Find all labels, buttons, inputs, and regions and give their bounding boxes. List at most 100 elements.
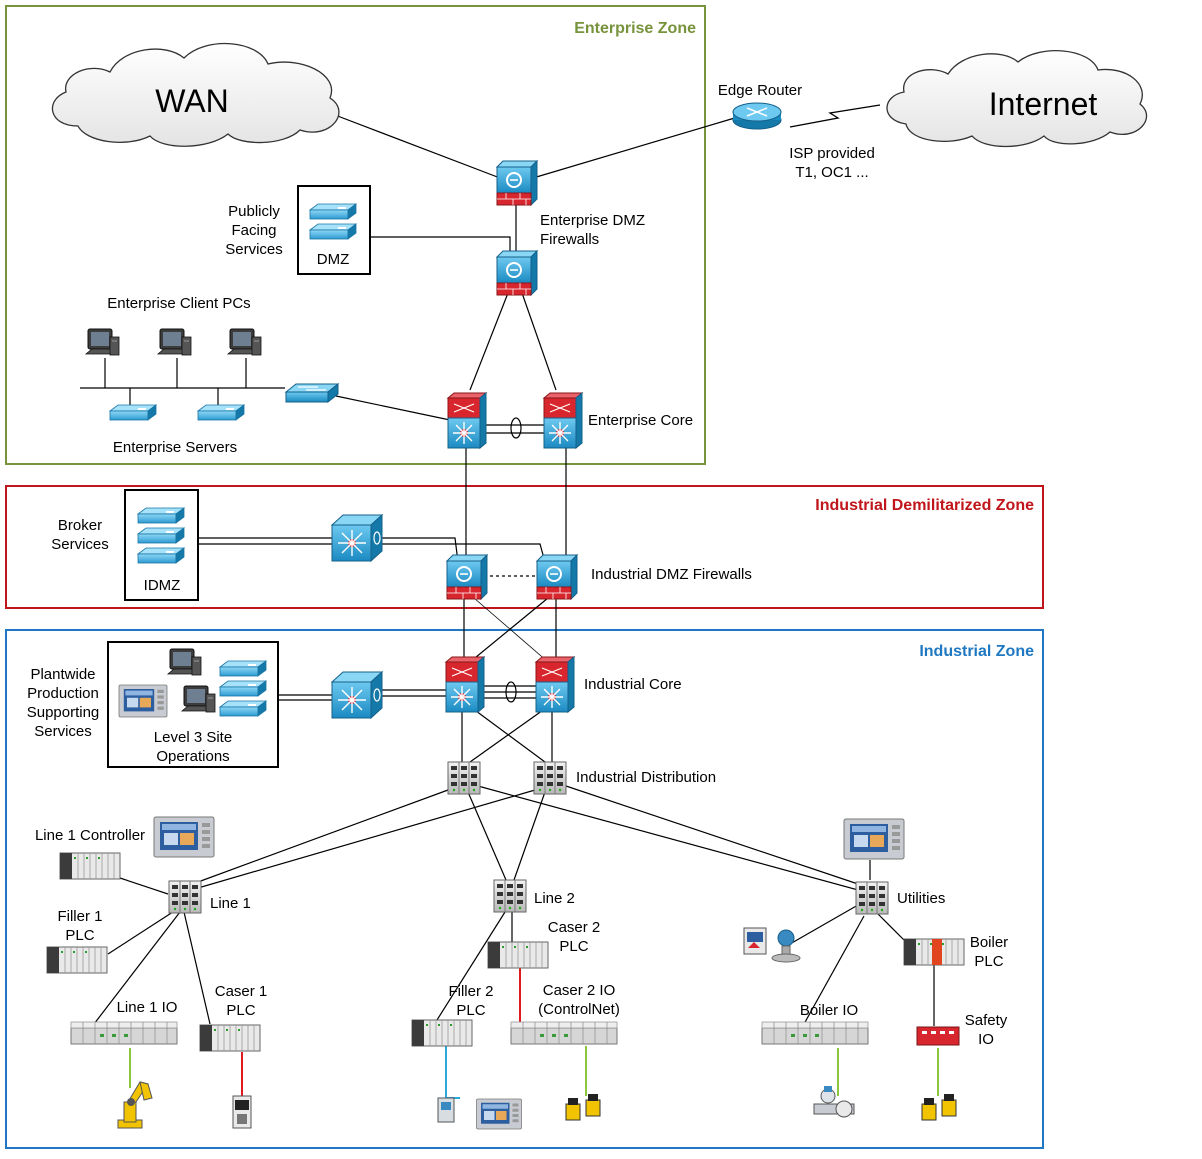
serial-link-lightning bbox=[789, 104, 881, 128]
etherchannel-marker-enterprise bbox=[510, 417, 522, 439]
boiler-plc-label-line1: Boiler bbox=[970, 934, 1008, 951]
plantwide-label-line3: Supporting bbox=[27, 704, 100, 721]
line1-io-icon bbox=[70, 1021, 178, 1045]
safety-io-label-line2: IO bbox=[978, 1031, 994, 1048]
dmz-server-bottom-icon bbox=[309, 223, 357, 240]
client-pc-2-icon bbox=[157, 328, 192, 356]
caser1-label-line1: Caser 1 bbox=[215, 983, 268, 1000]
filler2-label-line1: Filler 2 bbox=[448, 983, 493, 1000]
publicly-facing-label-line2: Facing bbox=[231, 222, 276, 239]
link-core-b-dist-a bbox=[469, 707, 547, 763]
wan-label: WAN bbox=[155, 83, 228, 119]
caser1-label-line2: PLC bbox=[226, 1002, 255, 1019]
safety-io-icon bbox=[916, 1026, 960, 1046]
fieldbus-links bbox=[129, 968, 939, 1099]
filler1-label-line1: Filler 1 bbox=[57, 908, 102, 925]
idmz-zone-title: Industrial Demilitarized Zone bbox=[815, 497, 1034, 514]
industrial-l3-switch-icon bbox=[331, 671, 383, 719]
line1-switch-icon bbox=[168, 880, 202, 914]
link-line1-caser1 bbox=[183, 911, 211, 1025]
filler2-label-line2: PLC bbox=[456, 1002, 485, 1019]
link-wan-firewall bbox=[334, 114, 501, 179]
boiler-plc-label-line2: PLC bbox=[974, 953, 1003, 970]
isp-label-line1: ISP provided bbox=[789, 145, 875, 162]
safety-io-label-line1: Safety bbox=[965, 1012, 1008, 1029]
line1-io-label: Line 1 IO bbox=[117, 999, 178, 1016]
level3-label-line1: Level 3 Site bbox=[154, 729, 232, 746]
broker-services-label-line2: Services bbox=[51, 536, 109, 553]
link-line2-filler2 bbox=[436, 911, 506, 1021]
link-firewall-core-b bbox=[521, 292, 557, 391]
utilities-safety-scanner-icon bbox=[921, 1093, 957, 1121]
network-links bbox=[80, 114, 935, 1026]
filler2-hmi-icon bbox=[476, 1098, 522, 1130]
industrial-distribution-a-icon bbox=[447, 761, 481, 795]
line1-controller-hmi-icon bbox=[153, 816, 215, 858]
link-utilities-boiler-io bbox=[803, 915, 865, 1025]
enterprise-server-1-icon bbox=[109, 404, 157, 421]
transmitter-icon bbox=[743, 927, 801, 963]
robot-arm-icon bbox=[117, 1081, 153, 1129]
enterprise-core-a-icon bbox=[447, 392, 487, 449]
link-dist-a-utilities bbox=[477, 785, 859, 891]
line2-switch-icon bbox=[493, 879, 527, 913]
link-utilities-boiler-plc bbox=[877, 913, 907, 943]
industrial-distribution-label: Industrial Distribution bbox=[576, 769, 716, 786]
link-access-switch-core bbox=[335, 395, 451, 421]
idmz-server-2-icon bbox=[137, 527, 185, 544]
flowmeter-icon bbox=[813, 1086, 855, 1118]
client-pc-1-icon bbox=[85, 328, 120, 356]
line1-controller-plc-icon bbox=[59, 852, 121, 880]
line2-label: Line 2 bbox=[534, 890, 575, 907]
enterprise-dmz-firewalls-label-line1: Enterprise DMZ bbox=[540, 212, 645, 229]
enterprise-core-label: Enterprise Core bbox=[588, 412, 693, 429]
enterprise-clients-label: Enterprise Client PCs bbox=[107, 295, 250, 312]
idmz-zone bbox=[5, 485, 1044, 609]
caser2-io-label-line1: Caser 2 IO bbox=[543, 982, 616, 999]
line1-controller-label: Line 1 Controller bbox=[35, 827, 145, 844]
level3-hmi-icon bbox=[118, 684, 168, 718]
idmz-l3-switch-icon bbox=[331, 514, 383, 562]
link-edge-router-firewall bbox=[532, 116, 739, 179]
publicly-facing-label-line3: Services bbox=[225, 241, 283, 258]
link-dmz-firewall bbox=[370, 236, 511, 255]
utilities-hmi-icon bbox=[843, 818, 905, 860]
filler1-label-line2: PLC bbox=[65, 927, 94, 944]
caser2-safety-scanner-icon bbox=[565, 1093, 601, 1121]
link-line1-filler1 bbox=[107, 909, 177, 955]
enterprise-dmz-firewall-top-icon bbox=[496, 160, 538, 206]
filler1-plc-icon bbox=[46, 946, 108, 974]
enterprise-zone bbox=[5, 5, 706, 465]
filler2-drive-icon bbox=[437, 1097, 455, 1123]
publicly-facing-label-line1: Publicly bbox=[228, 203, 280, 220]
caser2-io-label-line2: (ControlNet) bbox=[538, 1001, 620, 1018]
link-firewall-core-a bbox=[469, 292, 509, 391]
level3-label-line2: Operations bbox=[156, 748, 229, 765]
industrial-core-label: Industrial Core bbox=[584, 676, 682, 693]
link-line1-io bbox=[93, 911, 181, 1025]
level3-server-3-icon bbox=[219, 700, 267, 717]
plantwide-label-line4: Services bbox=[34, 723, 92, 740]
internet-cloud: Internet bbox=[886, 50, 1148, 148]
link-dist-a-line2 bbox=[467, 791, 507, 881]
link-idmz-fw-a-core-b bbox=[473, 597, 549, 663]
broker-services-label-line1: Broker bbox=[58, 517, 102, 534]
client-pc-3-icon bbox=[227, 328, 262, 356]
idmz-label: IDMZ bbox=[144, 577, 181, 594]
idmz-server-1-icon bbox=[137, 507, 185, 524]
link-line1-controller bbox=[119, 877, 169, 895]
link-dist-a-line1 bbox=[197, 789, 449, 883]
isp-label-line2: T1, OC1 ... bbox=[795, 164, 868, 181]
dmz-label: DMZ bbox=[317, 251, 350, 268]
line1-label: Line 1 bbox=[210, 895, 251, 912]
caser1-plc-icon bbox=[199, 1024, 261, 1052]
link-idmz-fw-b-core-a bbox=[469, 597, 549, 663]
drive-icon bbox=[232, 1095, 252, 1129]
plantwide-label-line2: Production bbox=[27, 685, 99, 702]
industrial-distribution-b-icon bbox=[533, 761, 567, 795]
industrial-zone bbox=[5, 629, 1044, 1149]
enterprise-dmz-firewalls-label-line2: Firewalls bbox=[540, 231, 599, 248]
caser2-plc-icon bbox=[487, 941, 549, 969]
enterprise-core-b-icon bbox=[543, 392, 583, 449]
